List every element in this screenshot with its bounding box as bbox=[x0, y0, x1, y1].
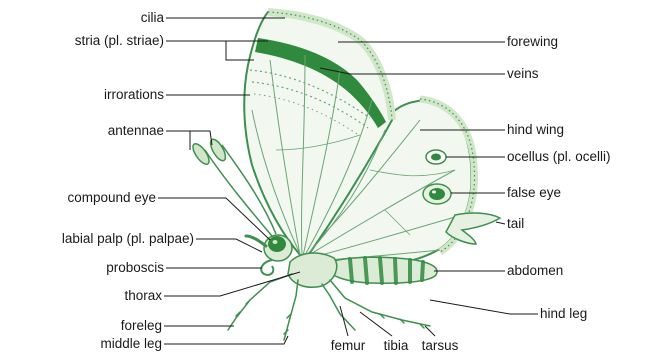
label-irrorations: irrorations bbox=[104, 87, 164, 102]
middle-leg-leader bbox=[164, 336, 288, 344]
hind-leg bbox=[322, 280, 430, 330]
label-tibia: tibia bbox=[384, 338, 409, 353]
thorax-leader bbox=[164, 272, 300, 296]
tail-leader bbox=[496, 222, 505, 224]
tarsus-leader bbox=[425, 326, 435, 336]
label-femur: femur bbox=[331, 338, 366, 353]
label-stria: stria (pl. striae) bbox=[75, 33, 164, 48]
proboscis bbox=[261, 260, 273, 275]
label-middle-leg: middle leg bbox=[100, 336, 162, 351]
label-abdomen: abdomen bbox=[507, 263, 563, 278]
label-hind-wing: hind wing bbox=[507, 122, 564, 137]
abdomen bbox=[330, 257, 437, 283]
ocellus bbox=[426, 150, 446, 164]
false-eye bbox=[423, 184, 451, 204]
label-foreleg: foreleg bbox=[121, 318, 162, 333]
hind-leg-leader bbox=[430, 300, 538, 314]
labial-palp bbox=[246, 236, 266, 246]
compound-eye bbox=[268, 236, 286, 252]
label-forewing: forewing bbox=[507, 34, 558, 49]
label-tail: tail bbox=[507, 216, 524, 231]
thorax bbox=[288, 253, 337, 287]
label-labial-palp: labial palp (pl. palpae) bbox=[62, 231, 194, 246]
label-ocellus: ocellus (pl. ocelli) bbox=[507, 149, 611, 164]
label-veins: veins bbox=[507, 66, 539, 81]
label-tarsus: tarsus bbox=[422, 338, 459, 353]
label-false-eye: false eye bbox=[507, 185, 561, 200]
foreleg bbox=[228, 274, 292, 330]
middle-leg bbox=[284, 280, 298, 340]
label-compound-eye: compound eye bbox=[67, 190, 156, 205]
label-proboscis: proboscis bbox=[106, 260, 164, 275]
labial-palp-leader bbox=[196, 239, 262, 252]
label-antennae: antennae bbox=[108, 123, 164, 138]
antennae-leader bbox=[166, 131, 212, 150]
label-thorax: thorax bbox=[124, 288, 162, 303]
label-hind-leg: hind leg bbox=[540, 306, 587, 321]
label-cilia: cilia bbox=[141, 10, 165, 25]
